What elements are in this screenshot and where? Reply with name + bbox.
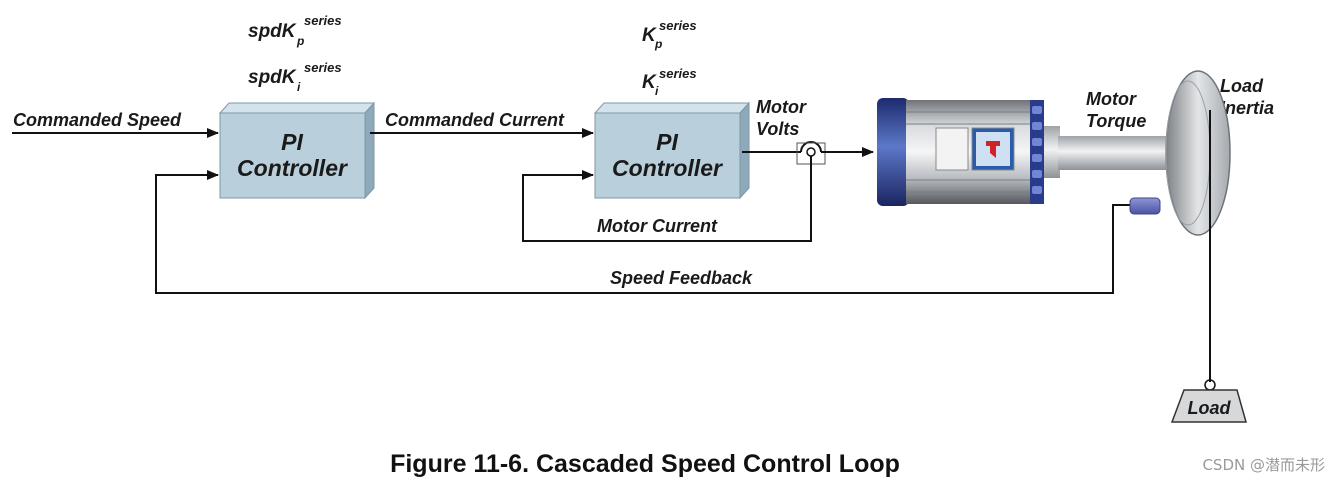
svg-text:series: series: [304, 13, 342, 28]
motor-volts-label-line2: Volts: [756, 119, 799, 139]
motor-current-feedback-path: [522, 156, 812, 242]
svg-text:K: K: [642, 72, 657, 93]
speed-controller-line1: PI: [281, 129, 303, 155]
load-inertia-label-line2: Inertia: [1220, 98, 1274, 118]
svg-text:p: p: [296, 34, 304, 48]
speed-feedback-path: [155, 170, 1135, 294]
svg-text:series: series: [304, 60, 342, 75]
load-weight: Load: [1170, 379, 1247, 423]
watermark: CSDN @潜而未形: [1202, 456, 1325, 474]
svg-text:series: series: [659, 66, 697, 81]
speed-ki-gain-label: spdK i series: [248, 60, 342, 94]
load-inertia-label-line1: Load: [1220, 76, 1264, 96]
speed-pi-controller-block: PI Controller: [218, 101, 376, 200]
speed-kp-gain-label: spdK p series: [248, 13, 342, 48]
commanded-current-label: Commanded Current: [385, 110, 565, 130]
motor-torque-label-line1: Motor: [1086, 89, 1137, 109]
current-sense-hop: [800, 141, 822, 153]
speed-feedback-label: Speed Feedback: [610, 268, 753, 288]
svg-text:series: series: [659, 18, 697, 33]
current-controller-line2: Controller: [612, 155, 723, 181]
current-ki-gain-label: K i series: [642, 66, 697, 98]
current-kp-gain-label: K p series: [642, 18, 697, 51]
current-controller-line1: PI: [656, 129, 678, 155]
shaft-and-inertia-disk: [1058, 70, 1231, 382]
svg-text:K: K: [642, 25, 657, 46]
svg-text:i: i: [655, 84, 659, 98]
motor-illustration: [877, 98, 1060, 206]
svg-text:spdK: spdK: [248, 21, 297, 42]
current-sense-node: [806, 147, 816, 157]
svg-text:p: p: [654, 37, 662, 51]
motor-torque-label-line2: Torque: [1086, 111, 1146, 131]
load-label: Load: [1188, 398, 1232, 418]
svg-text:spdK: spdK: [248, 67, 297, 88]
motor-volts-label-line1: Motor: [756, 97, 807, 117]
svg-text:i: i: [297, 80, 301, 94]
speed-controller-line2: Controller: [237, 155, 348, 181]
commanded-speed-label: Commanded Speed: [13, 110, 182, 130]
motor-current-label: Motor Current: [597, 216, 718, 236]
figure-caption: Figure 11-6. Cascaded Speed Control Loop: [390, 450, 900, 478]
current-pi-controller-block: PI Controller: [593, 101, 751, 200]
